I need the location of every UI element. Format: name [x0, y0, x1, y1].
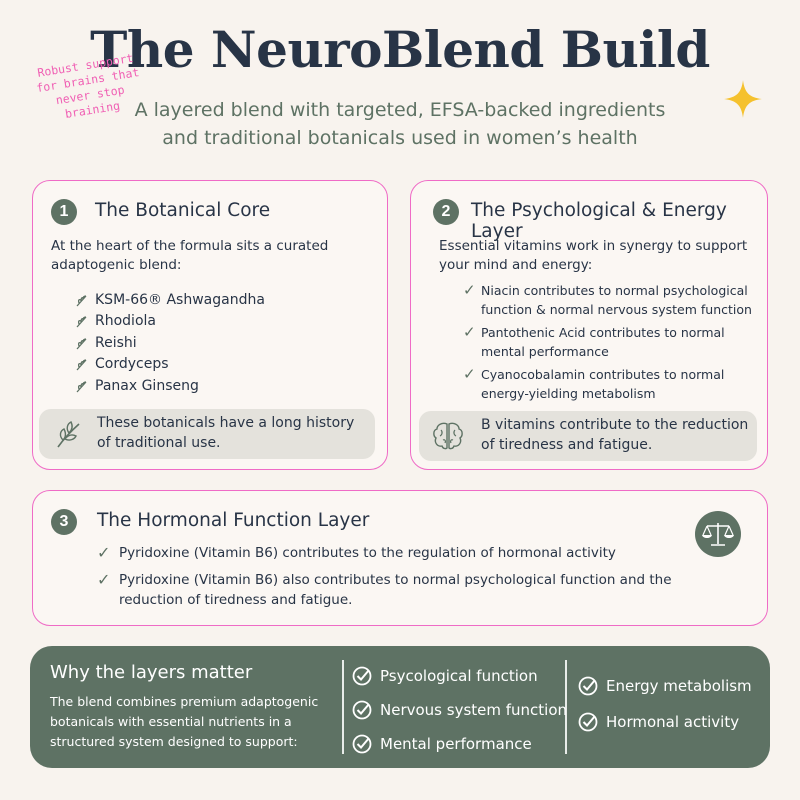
benefit-item: Hormonal activity [578, 712, 739, 732]
leaf-icon [76, 359, 87, 371]
card-psychological-energy: 2 The Psychological & Energy Layer Essen… [410, 180, 768, 470]
benefit-item: Nervous system function [352, 700, 567, 720]
page-subtitle: A layered blend with targeted, EFSA-back… [134, 99, 666, 149]
callout-box: B vitamins contribute to the reduction o… [419, 411, 757, 461]
page-title: The NeuroBlend Build [90, 20, 710, 79]
benefit-label: Psycological function [380, 667, 538, 685]
check-icon: ✓ [97, 543, 111, 562]
card-title: The Botanical Core [95, 200, 271, 221]
callout-box: These botanicals have a long history of … [39, 409, 375, 459]
benefit-label: Mental performance [380, 735, 532, 753]
step-number: 3 [51, 509, 77, 535]
callout-text: B vitamins contribute to the reduction o… [481, 417, 749, 453]
item-text: Pantothenic Acid contributes to normal m… [481, 325, 725, 359]
list-item: ✓ Pyridoxine (Vitamin B6) contributes to … [97, 543, 727, 570]
card-intro: At the heart of the formula sits a curat… [51, 238, 329, 273]
vitamin-list: ✓ Niacin contributes to normal psychologi… [463, 281, 763, 407]
check-icon: ✓ [463, 365, 476, 383]
list-item: ✓ Pantothenic Acid contributes to normal … [463, 323, 763, 365]
check-circle-icon [352, 734, 372, 754]
card-botanical-core: 1 The Botanical Core At the heart of the… [32, 180, 388, 470]
sparkle-icon [724, 80, 762, 118]
item-text: Niacin contributes to normal psychologic… [481, 283, 752, 317]
check-icon: ✓ [463, 323, 476, 341]
check-circle-icon [578, 712, 598, 732]
list-item: Rhodiola [75, 311, 265, 333]
card-title: The Hormonal Function Layer [97, 510, 370, 531]
band-divider [342, 660, 344, 754]
benefit-label: Energy metabolism [606, 677, 752, 695]
leaf-icon [76, 295, 87, 307]
list-item: KSM-66® Ashwagandha [75, 289, 265, 311]
check-icon: ✓ [463, 281, 476, 299]
check-circle-icon [352, 700, 372, 720]
leaf-icon [76, 338, 87, 350]
list-item: Reishi [75, 332, 265, 354]
callout-text: These botanicals have a long history of … [97, 415, 355, 451]
hormonal-list: ✓ Pyridoxine (Vitamin B6) contributes to … [97, 543, 727, 614]
botanical-name: KSM-66® Ashwagandha [95, 291, 265, 308]
list-item: Panax Ginseng [75, 375, 265, 397]
list-item: ✓ Niacin contributes to normal psychologi… [463, 281, 763, 323]
benefit-label: Hormonal activity [606, 713, 740, 731]
item-text: Pyridoxine (Vitamin B6) contributes to t… [119, 545, 616, 561]
band-title: Why the layers matter [50, 662, 253, 683]
herb-icon [57, 421, 80, 448]
check-icon: ✓ [97, 570, 111, 589]
brain-icon [433, 422, 463, 450]
benefit-item: Energy metabolism [578, 676, 752, 696]
list-item: Cordyceps [75, 354, 265, 376]
step-number: 2 [433, 199, 459, 225]
benefit-label: Nervous system function [380, 701, 568, 719]
scales-icon [695, 511, 741, 557]
list-item: ✓ Cyanocobalamin contributes to normal en… [463, 365, 763, 407]
card-intro: Essential vitamins work in synergy to su… [439, 238, 748, 273]
botanical-name: Panax Ginseng [95, 377, 199, 394]
band-divider [565, 660, 567, 754]
botanical-name: Rhodiola [95, 313, 156, 330]
benefit-item: Mental performance [352, 734, 532, 754]
botanical-name: Cordyceps [95, 356, 169, 373]
botanical-name: Reishi [95, 334, 137, 351]
item-text: Cyanocobalamin contributes to normal ene… [481, 367, 725, 401]
check-circle-icon [578, 676, 598, 696]
check-circle-icon [352, 666, 372, 686]
leaf-icon [76, 381, 87, 393]
list-item: ✓ Pyridoxine (Vitamin B6) also contribute… [97, 570, 727, 614]
step-number: 1 [51, 199, 77, 225]
why-layers-band: Why the layers matter The blend combines… [30, 646, 770, 768]
band-text: The blend combines premium adaptogenic b… [50, 694, 319, 749]
benefit-item: Psycological function [352, 666, 538, 686]
item-text: Pyridoxine (Vitamin B6) also contributes… [119, 572, 672, 608]
leaf-icon [76, 316, 87, 328]
botanical-list: KSM-66® Ashwagandha Rhodiola Reishi Cord… [75, 289, 265, 397]
card-title: The Psychological & Energy Layer [471, 200, 727, 242]
card-hormonal-function: 3 The Hormonal Function Layer ✓ Pyridoxin… [32, 490, 768, 626]
